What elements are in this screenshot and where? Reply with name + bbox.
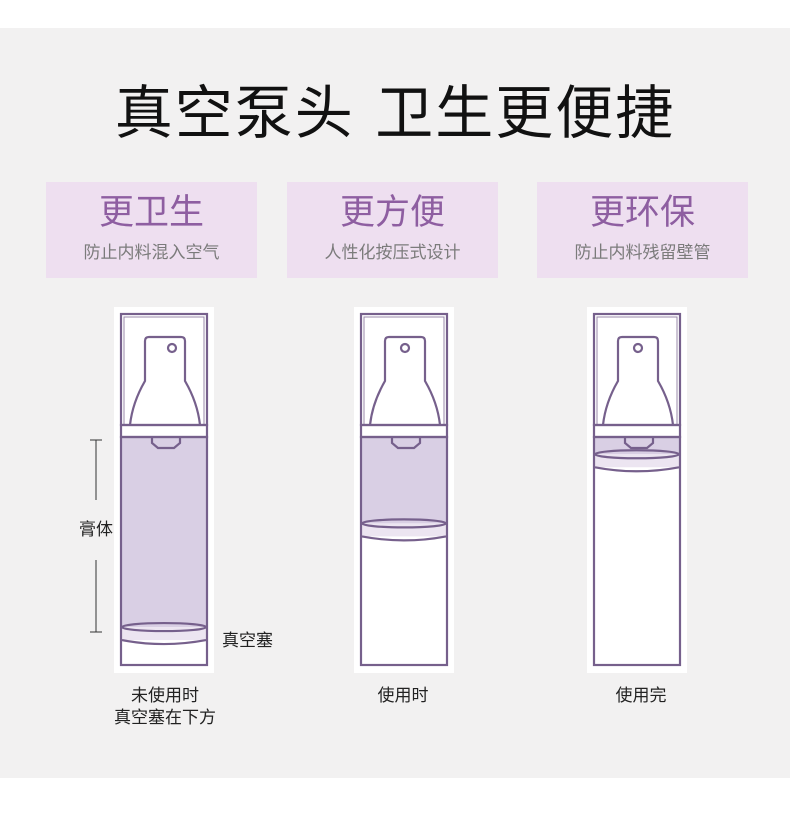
caption-line: 使用完 xyxy=(615,686,667,706)
vacuum-plug-label: 真空塞 xyxy=(222,631,273,651)
feature-box-hygiene: 更卫生 防止内料混入空气 xyxy=(46,182,257,278)
paste-fill xyxy=(122,438,206,628)
paste-dimension-line xyxy=(90,439,102,633)
bottle-used-up xyxy=(587,307,687,673)
feature-box-convenience: 更方便 人性化按压式设计 xyxy=(287,182,498,278)
pump-actuator xyxy=(601,335,675,426)
bottle-unused xyxy=(114,307,214,673)
paste-fill xyxy=(362,438,446,524)
bottle-cap-inner xyxy=(596,316,678,426)
pump-hole xyxy=(166,342,178,354)
pump-nozzle xyxy=(390,437,422,450)
bottle-body-bg xyxy=(594,437,680,665)
caption-line: 使用时 xyxy=(377,686,429,706)
pump-actuator xyxy=(368,335,442,426)
pump-hole xyxy=(399,342,411,354)
caption-unused: 未使用时 真空塞在下方 xyxy=(85,685,245,729)
feature-box-eco: 更环保 防止内料残留壁管 xyxy=(537,182,748,278)
feature-description: 防止内料残留壁管 xyxy=(574,243,711,263)
pump-actuator xyxy=(128,335,202,426)
bottle-cap-inner xyxy=(123,316,205,426)
piston-bottom xyxy=(361,535,447,542)
feature-description: 人性化按压式设计 xyxy=(324,243,461,263)
caption-line: 真空塞在下方 xyxy=(114,708,216,728)
paste-label: 膏体 xyxy=(79,520,113,540)
bottle-cap-inner xyxy=(363,316,445,426)
feature-heading: 更卫生 xyxy=(98,193,204,233)
caption-in-use: 使用时 xyxy=(323,685,483,707)
page-title: 真空泵头 卫生更便捷 xyxy=(114,79,676,147)
bottle-in-use xyxy=(354,307,454,673)
pump-nozzle xyxy=(150,437,182,450)
piston-bottom xyxy=(121,638,207,646)
feature-heading: 更方便 xyxy=(339,193,445,233)
piston-bottom xyxy=(594,466,680,473)
caption-used-up: 使用完 xyxy=(561,685,721,707)
pump-nozzle xyxy=(623,437,655,450)
pump-hole xyxy=(632,342,644,354)
vacuum-piston xyxy=(593,449,681,473)
feature-description: 防止内料混入空气 xyxy=(83,243,220,263)
feature-heading: 更环保 xyxy=(589,193,695,233)
caption-line: 未使用时 xyxy=(131,686,199,706)
